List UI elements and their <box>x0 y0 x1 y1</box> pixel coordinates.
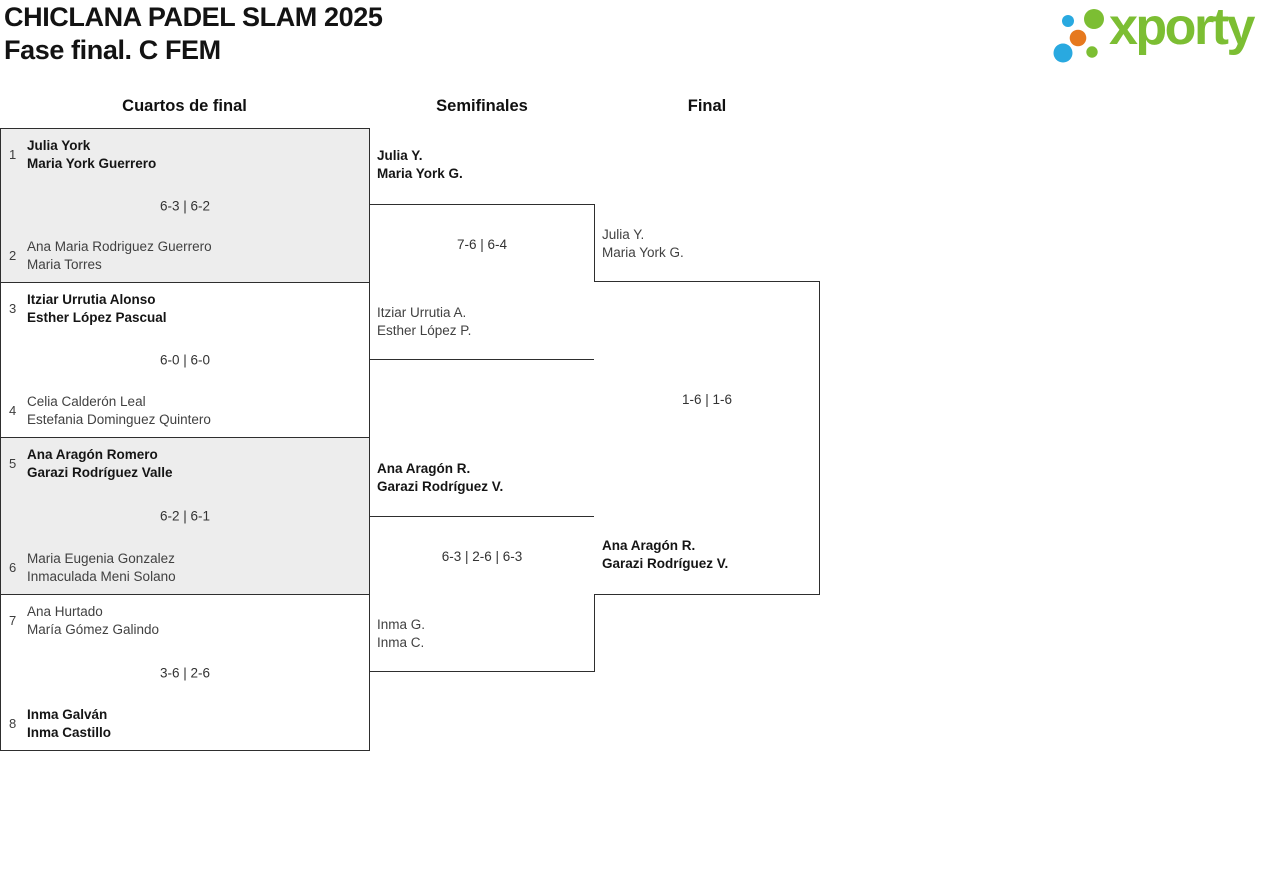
player-name: Julia York <box>27 138 91 153</box>
round-header-semifinals: Semifinales <box>436 97 528 115</box>
seed-number: 2 <box>9 248 17 263</box>
player-name: Inma G. <box>377 617 426 632</box>
seed-number: 7 <box>9 613 17 628</box>
player-name: Inmaculada Meni Solano <box>27 568 176 584</box>
player-name: Ana Aragón Romero <box>27 447 158 462</box>
player-name: Ana Aragón R. <box>602 538 696 553</box>
team-names: Maria Eugenia Gonzalez Inmaculada Meni S… <box>22 550 176 585</box>
match-score: 6-3 | 6-2 <box>159 198 211 213</box>
match-score: 7-6 | 6-4 <box>456 237 508 252</box>
sf-match-2[interactable] <box>369 516 595 672</box>
phase-name: Fase final. C FEM <box>4 35 221 65</box>
round-header-final: Final <box>687 97 727 115</box>
player-name: Garazi Rodríguez V. <box>377 478 504 494</box>
player-name: Celia Calderón Leal <box>27 394 146 409</box>
seed-number: 3 <box>9 301 17 316</box>
player-name: Maria Torres <box>27 256 102 272</box>
logo-dots-icon <box>1053 9 1104 63</box>
seed-number: 1 <box>9 147 17 162</box>
qf-match-1[interactable]: 1 Julia York Maria York Guerrero 6-3 | 6… <box>0 128 370 283</box>
seed-number: 4 <box>9 403 17 418</box>
advancing-team-label: Julia Y. Maria York G. <box>602 226 684 261</box>
player-name: Itziar Urrutia A. <box>377 305 467 320</box>
player-name: Julia Y. <box>377 148 423 163</box>
player-name: Inma Galván <box>27 707 108 722</box>
player-name: Garazi Rodríguez Valle <box>27 464 173 480</box>
advancing-team-label: Ana Aragón R. Garazi Rodríguez V. <box>602 537 728 572</box>
player-name: Garazi Rodríguez V. <box>602 555 729 571</box>
final-match[interactable] <box>594 281 820 595</box>
logo-wordmark: xporty <box>1109 0 1255 56</box>
match-score: 3-6 | 2-6 <box>159 665 211 680</box>
advancing-team-label: Inma G. Inma C. <box>377 616 425 651</box>
seed-number: 8 <box>9 716 17 731</box>
qf-match-2[interactable]: 3 Itziar Urrutia Alonso Esther López Pas… <box>0 282 370 438</box>
team-names: Ana Hurtado María Gómez Galindo <box>22 603 159 638</box>
sf-match-1[interactable] <box>369 204 595 360</box>
player-name: Ana Hurtado <box>27 604 103 619</box>
player-name: Itziar Urrutia Alonso <box>27 292 156 307</box>
team-row: 4 Celia Calderón Leal Estefania Domingue… <box>1 393 369 428</box>
player-name: María Gómez Galindo <box>27 621 160 637</box>
player-name: Maria York G. <box>377 165 463 181</box>
seed-number: 5 <box>9 456 17 471</box>
player-name: Maria Eugenia Gonzalez <box>27 551 175 566</box>
team-names: Itziar Urrutia Alonso Esther López Pascu… <box>22 291 167 326</box>
player-name: Esther López Pascual <box>27 309 167 325</box>
player-name: Maria York G. <box>602 244 684 260</box>
team-row: 1 Julia York Maria York Guerrero <box>1 137 369 172</box>
seed-number: 6 <box>9 560 17 575</box>
page-title: CHICLANA PADEL SLAM 2025 Fase final. C F… <box>4 1 383 67</box>
player-name: Inma Castillo <box>27 724 112 740</box>
team-row: 5 Ana Aragón Romero Garazi Rodríguez Val… <box>1 446 369 481</box>
player-name: Ana Maria Rodriguez Guerrero <box>27 239 212 254</box>
qf-match-3[interactable]: 5 Ana Aragón Romero Garazi Rodríguez Val… <box>0 437 370 595</box>
player-name: Maria York Guerrero <box>27 155 157 171</box>
player-name: Ana Aragón R. <box>377 461 471 476</box>
player-name: Inma C. <box>377 634 425 650</box>
match-score: 1-6 | 1-6 <box>681 392 733 407</box>
match-score: 6-3 | 2-6 | 6-3 <box>441 549 523 564</box>
team-names: Ana Maria Rodriguez Guerrero Maria Torre… <box>22 238 212 273</box>
team-names: Julia York Maria York Guerrero <box>22 137 156 172</box>
team-names: Ana Aragón Romero Garazi Rodríguez Valle <box>22 446 173 481</box>
player-name: Estefania Dominguez Quintero <box>27 411 211 427</box>
team-row: 6 Maria Eugenia Gonzalez Inmaculada Meni… <box>1 550 369 585</box>
round-header-quarterfinals: Cuartos de final <box>122 97 247 115</box>
match-score: 6-2 | 6-1 <box>159 508 211 524</box>
team-row: 3 Itziar Urrutia Alonso Esther López Pas… <box>1 291 369 326</box>
team-row: 8 Inma Galván Inma Castillo <box>1 706 369 741</box>
advancing-team-label: Ana Aragón R. Garazi Rodríguez V. <box>377 460 503 495</box>
qf-match-4[interactable]: 7 Ana Hurtado María Gómez Galindo 3-6 | … <box>0 594 370 751</box>
player-name: Julia Y. <box>602 227 645 242</box>
tournament-name: CHICLANA PADEL SLAM 2025 <box>4 2 383 32</box>
player-name: Esther López P. <box>377 322 472 338</box>
team-names: Inma Galván Inma Castillo <box>22 706 111 741</box>
advancing-team-label: Itziar Urrutia A. Esther López P. <box>377 304 471 339</box>
xporty-logo[interactable]: xporty <box>1045 0 1277 70</box>
advancing-team-label: Julia Y. Maria York G. <box>377 147 463 182</box>
team-names: Celia Calderón Leal Estefania Dominguez … <box>22 393 211 428</box>
team-row: 2 Ana Maria Rodriguez Guerrero Maria Tor… <box>1 238 369 273</box>
team-row: 7 Ana Hurtado María Gómez Galindo <box>1 603 369 638</box>
match-score: 6-0 | 6-0 <box>159 352 211 368</box>
